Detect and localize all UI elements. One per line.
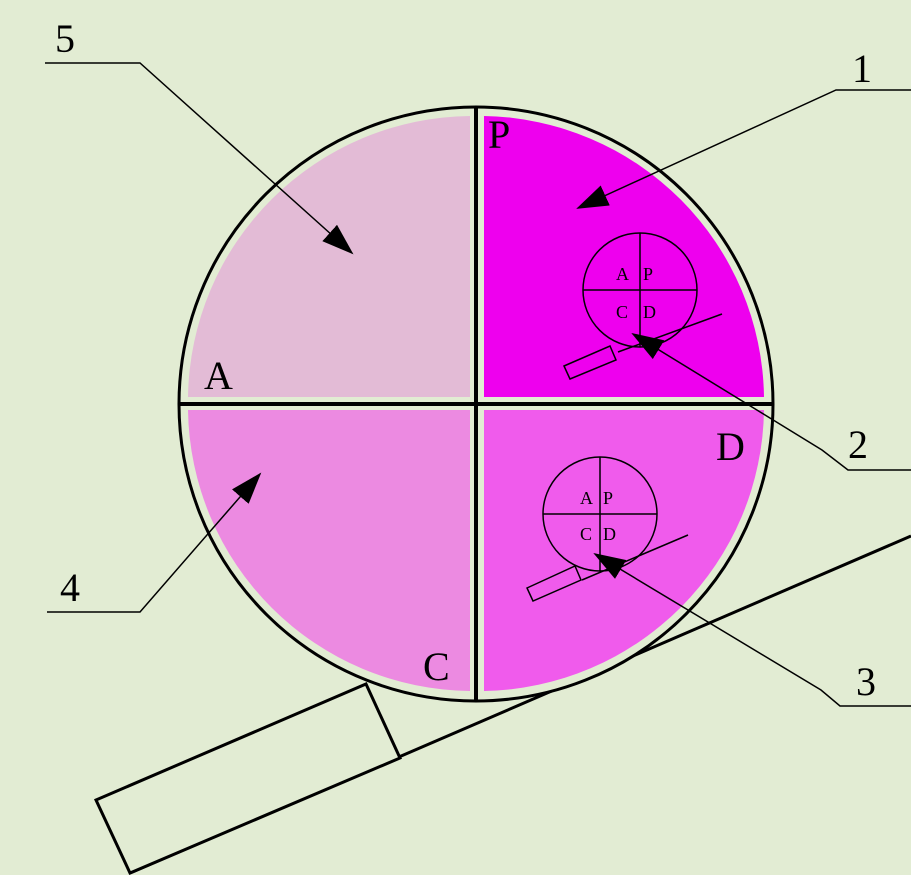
- mini-wedge-upper: [562, 345, 617, 380]
- mini-wedge-lower: [526, 564, 582, 602]
- leader-line-4: [47, 472, 262, 613]
- mini-upper-label-p: P: [643, 264, 653, 284]
- mini-lower-label-a: A: [580, 488, 593, 508]
- leader-line-5: [45, 62, 354, 255]
- callout-label-4: 4: [60, 565, 80, 610]
- quadrant-label-a: A: [204, 353, 233, 398]
- leader-line-2: [631, 332, 911, 471]
- callout-label-1: 1: [852, 46, 872, 91]
- mini-upper-label-a: A: [616, 264, 629, 284]
- mini-lower-label-c: C: [580, 524, 592, 544]
- wedge-block: [93, 682, 403, 875]
- callout-label-3: 3: [856, 659, 876, 704]
- mini-upper-label-d: D: [643, 302, 656, 322]
- leader-line-3: [593, 552, 911, 707]
- mini-lower-label-d: D: [603, 524, 616, 544]
- quadrant-p: [484, 116, 764, 397]
- mini-upper-label-c: C: [616, 302, 628, 322]
- quadrant-label-d: D: [716, 424, 745, 469]
- quadrant-label-p: P: [488, 112, 510, 157]
- quadrant-a: [188, 116, 470, 397]
- callout-label-2: 2: [848, 422, 868, 467]
- quadrant-label-c: C: [423, 644, 450, 689]
- leader-line-1: [576, 89, 911, 209]
- mini-lower-label-p: P: [603, 488, 613, 508]
- callout-label-5: 5: [55, 16, 75, 61]
